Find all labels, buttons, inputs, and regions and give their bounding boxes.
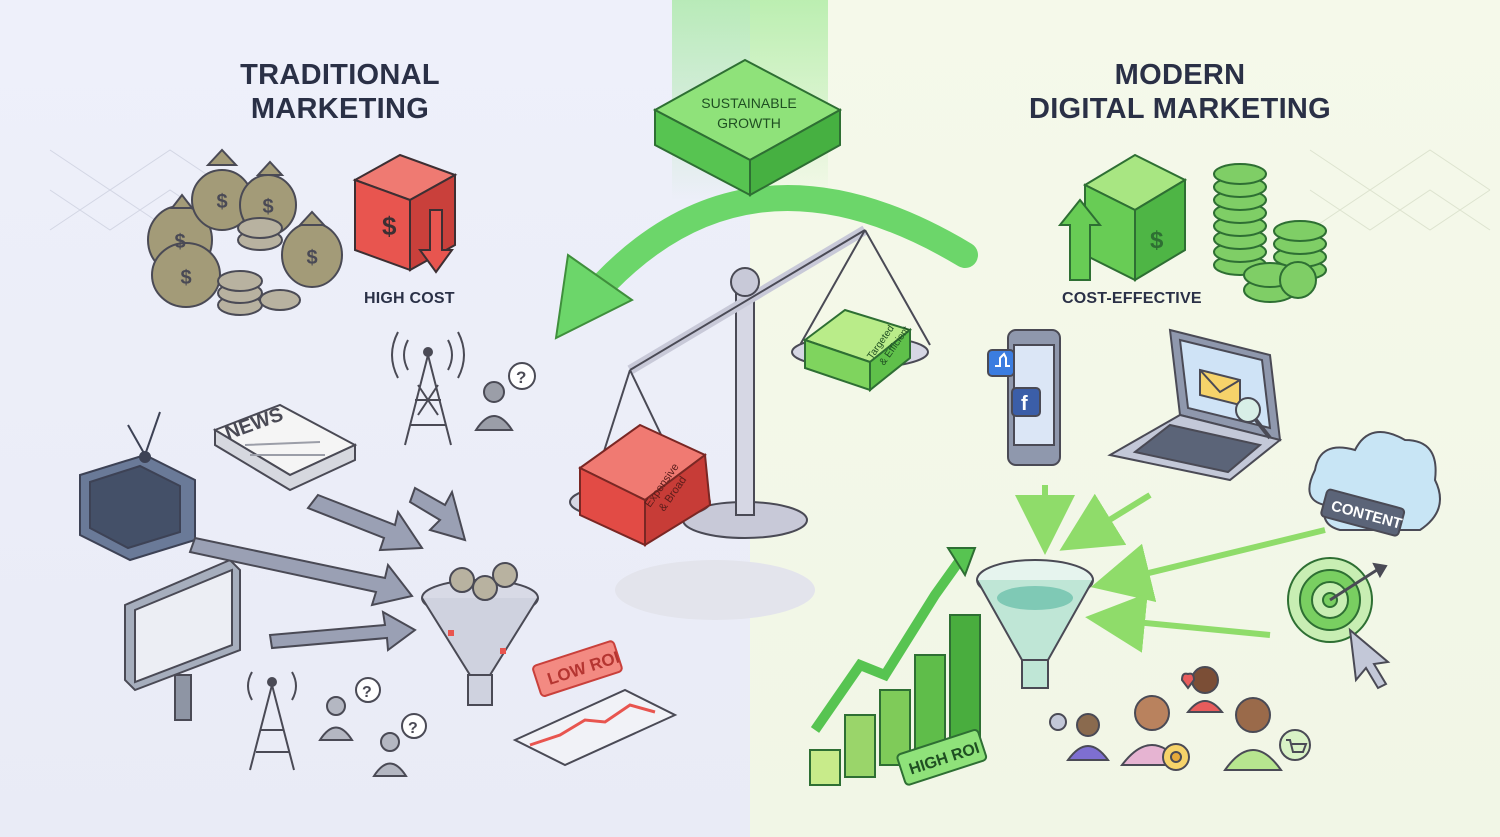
svg-text:?: ? bbox=[408, 720, 418, 737]
target-icon bbox=[1287, 557, 1391, 690]
declining-chart-icon bbox=[512, 688, 678, 767]
svg-text:$: $ bbox=[216, 191, 227, 213]
left-heading-line1: TRADITIONAL bbox=[240, 59, 440, 91]
money-bags-icon: $ $ $ $ $ bbox=[147, 148, 343, 316]
growth-arrow-head bbox=[554, 253, 634, 340]
growth-bar-chart-icon bbox=[809, 547, 981, 786]
efficient-funnel-icon bbox=[976, 559, 1094, 689]
engaged-customers-icon bbox=[1049, 666, 1311, 771]
svg-text:$: $ bbox=[1150, 227, 1164, 254]
right-grid-decoration bbox=[1309, 149, 1491, 231]
right-heading-line2: DIGITAL MARKETING bbox=[1028, 93, 1332, 125]
laptop-email-icon bbox=[1107, 328, 1283, 482]
svg-text:?: ? bbox=[362, 684, 372, 701]
svg-text:$: $ bbox=[306, 247, 317, 269]
facebook-icon bbox=[1011, 387, 1041, 417]
cost-effective-cube-icon: $ bbox=[1057, 153, 1188, 282]
svg-text:$: $ bbox=[174, 231, 185, 253]
expensive-broad-weight: Expensive & Broad bbox=[578, 423, 712, 547]
svg-text:f: f bbox=[1021, 393, 1028, 415]
svg-text:$: $ bbox=[382, 211, 397, 241]
radio-tower-small-icon bbox=[247, 671, 297, 771]
low-roi-tag: LOW ROI bbox=[532, 640, 623, 697]
audience-question-icons: ? ? bbox=[318, 677, 427, 777]
green-coin-stacks-icon bbox=[1213, 163, 1327, 303]
billboard-icon bbox=[124, 558, 241, 721]
targeted-efficient-weight: Targeted & Efficient bbox=[802, 308, 912, 393]
person-question-icon: ? bbox=[474, 362, 536, 431]
digital-marketing-heading: MODERN DIGITAL MARKETING bbox=[1000, 58, 1360, 126]
right-heading-line1: MODERN bbox=[1114, 59, 1246, 91]
svg-text:?: ? bbox=[516, 368, 526, 387]
cost-effective-label: COST-EFFECTIVE bbox=[1062, 290, 1202, 307]
growth-line2: GROWTH bbox=[717, 115, 781, 131]
right-green-arrows bbox=[1015, 485, 1326, 653]
left-gray-arrows bbox=[188, 486, 467, 652]
high-cost-label: HIGH COST bbox=[364, 290, 455, 307]
traditional-marketing-heading: TRADITIONAL MARKETING bbox=[180, 58, 500, 126]
smartphone-icon: f bbox=[987, 329, 1061, 466]
svg-text:$: $ bbox=[262, 196, 273, 218]
leaky-funnel-icon bbox=[421, 562, 539, 706]
radio-tower-icon bbox=[391, 331, 465, 446]
digital-panel bbox=[750, 0, 1500, 837]
left-heading-line2: MARKETING bbox=[250, 93, 430, 125]
growth-arc-arrow bbox=[572, 185, 978, 318]
sustainable-growth-box: SUSTAINABLE GROWTH bbox=[652, 58, 843, 197]
growth-line1: SUSTAINABLE bbox=[701, 95, 796, 111]
high-cost-cube-icon: $ bbox=[352, 153, 458, 274]
balance-scale-icon bbox=[569, 225, 931, 620]
newspaper-icon: NEWS bbox=[212, 404, 358, 492]
content-cloud-icon: CONTENT bbox=[1308, 431, 1441, 537]
svg-text:$: $ bbox=[180, 267, 191, 289]
television-icon bbox=[79, 411, 196, 562]
